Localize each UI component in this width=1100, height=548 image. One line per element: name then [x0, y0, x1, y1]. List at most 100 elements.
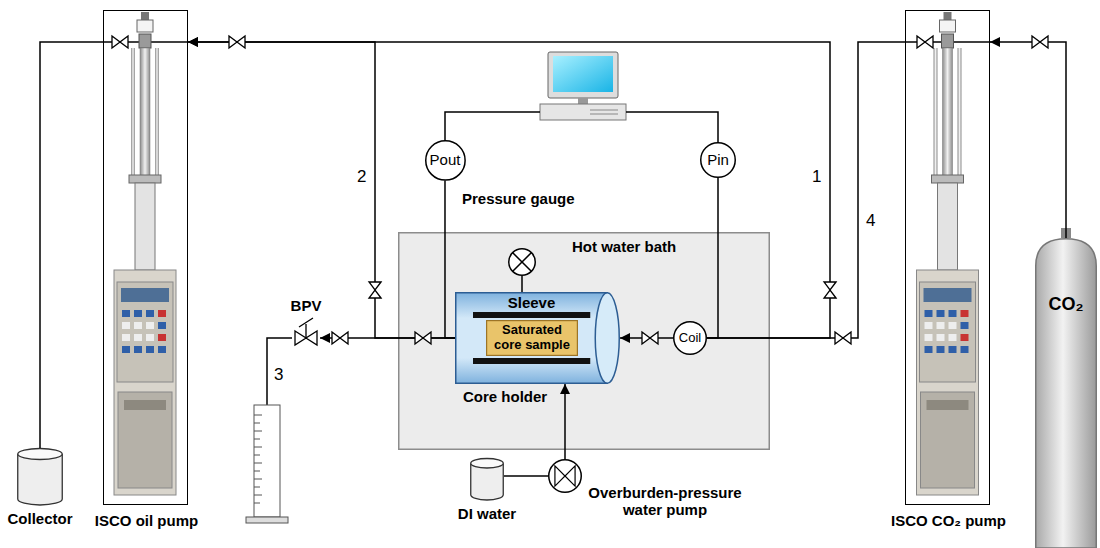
- signal-wire: [445, 112, 540, 145]
- heating-coil-shape: [674, 322, 707, 355]
- core-holder-label: Core holder: [463, 388, 547, 405]
- valve-symbol: [917, 36, 933, 48]
- valve-symbol: [369, 282, 381, 298]
- core-holder-shape: [473, 358, 590, 364]
- valve-symbol: [112, 36, 128, 48]
- valve-symbol: [835, 332, 851, 344]
- computer-icon: [540, 52, 626, 120]
- pipe-line: [40, 42, 103, 448]
- computer-icon: [590, 114, 618, 115]
- graduated-cylinder: [254, 463, 262, 464]
- pressure-gauge-shape: [513, 253, 532, 272]
- core-sample-label: Saturated core sample: [491, 323, 573, 353]
- core-holder-shape: [456, 293, 608, 384]
- water-bath-shape: [399, 233, 770, 450]
- back-pressure-valve-shape: [299, 318, 313, 338]
- collector-vessel-label: Collector: [8, 510, 73, 527]
- back-pressure-valve-shape: [292, 328, 320, 348]
- pressure-transducer: Pin: [700, 142, 736, 178]
- heating-coil-label: Coil: [679, 331, 701, 346]
- graduated-cylinder: [254, 415, 262, 416]
- valve-symbol: [332, 332, 348, 344]
- pump-frame-label: ISCO oil pump: [95, 512, 198, 529]
- core-holder-shape: [473, 312, 590, 318]
- back-pressure-valve-label: BPV: [291, 297, 322, 314]
- oil-pump-illustration: [103, 12, 188, 495]
- water-tank-shape: [470, 458, 504, 500]
- water-tank-shape: [471, 463, 504, 500]
- water-bath: Hot water bathPressure gaugeSleeveCore h…: [398, 232, 770, 450]
- pressure-gauge: Pressure gauge: [508, 248, 536, 276]
- pipe-line: [504, 475, 548, 477]
- graduated-cylinder: [254, 503, 260, 504]
- graduated-cylinder: [254, 471, 260, 472]
- valve-symbol: [824, 282, 836, 298]
- water-bath-label: Hot water bath: [572, 238, 676, 255]
- graduated-cylinder: [254, 405, 280, 517]
- core-holder-shape: [595, 293, 619, 384]
- graduated-cylinder: [246, 405, 288, 523]
- collector-vessel-shape: [18, 454, 63, 505]
- computer-icon: [553, 56, 613, 92]
- pressure-gauge-shape: [509, 249, 536, 276]
- valve-symbol: [229, 36, 245, 48]
- water-tank: DI water: [470, 458, 504, 500]
- water-pump-shape: [555, 466, 575, 486]
- water-pump-label: Overburden-pressure water pump: [578, 484, 753, 519]
- pressure-transducer-shape: [425, 140, 464, 179]
- graduated-cylinder: [254, 479, 262, 480]
- pipe-line: [564, 384, 566, 459]
- callout-number: 2: [357, 168, 366, 187]
- pipe-line: [521, 276, 523, 292]
- graduated-cylinder: [254, 423, 260, 424]
- pressure-transducer-shape: [701, 143, 736, 178]
- callout-number: 1: [812, 168, 821, 187]
- core-holder: SleeveCore holderSaturated core sample: [455, 292, 620, 384]
- gas-cylinder-shape: [1035, 238, 1097, 548]
- pressure-transducer-label: Pin: [707, 151, 729, 168]
- pump-frame: ISCO CO₂ pump: [905, 10, 990, 505]
- collector-vessel: Collector: [17, 448, 63, 505]
- graduated-cylinder: [254, 495, 262, 496]
- gas-cylinder: CO₂: [1035, 238, 1097, 548]
- core-holder-label: Sleeve: [508, 294, 556, 311]
- co2-pump-illustration: [906, 12, 991, 495]
- gas-cylinder-label: CO₂: [1049, 294, 1084, 315]
- computer-icon: [590, 110, 618, 111]
- pressure-gauge-shape: [508, 248, 536, 276]
- pressure-gauge-label: Pressure gauge: [462, 190, 575, 207]
- water-pump-shape: [548, 459, 582, 493]
- graduated-cylinder: [254, 455, 260, 456]
- water-pump-shape: [549, 460, 582, 493]
- callout-number: 4: [866, 212, 875, 231]
- pump-frame: ISCO oil pump: [103, 10, 188, 505]
- graduated-cylinder: [246, 517, 288, 523]
- water-tank-label: DI water: [458, 505, 516, 522]
- graduated-cylinder: [254, 439, 260, 440]
- heating-coil: Coil: [673, 321, 707, 355]
- graduated-cylinder: [254, 431, 262, 432]
- gas-cylinder-shape: [1036, 239, 1097, 548]
- pipe-line: [990, 42, 1066, 238]
- core-sample-shape: [487, 321, 578, 356]
- callout-number: 3: [274, 366, 283, 385]
- computer-icon: [578, 98, 588, 104]
- pressure-transducer-label: Pout: [430, 151, 461, 168]
- collector-vessel-shape: [18, 449, 63, 460]
- water-tank-shape: [471, 459, 504, 469]
- pressure-transducer: Pout: [425, 140, 466, 181]
- water-pump: Overburden-pressure water pump: [548, 459, 582, 493]
- signal-wire: [626, 112, 718, 145]
- graduated-cylinder: [254, 487, 260, 488]
- pump-frame-label: ISCO CO₂ pump: [891, 512, 1006, 529]
- graduated-cylinder: [254, 447, 262, 448]
- computer-icon: [548, 52, 618, 98]
- collector-vessel-shape: [17, 448, 63, 505]
- valve-symbol: [1032, 36, 1048, 48]
- computer-icon: [540, 104, 626, 120]
- effluent-line: [267, 338, 292, 405]
